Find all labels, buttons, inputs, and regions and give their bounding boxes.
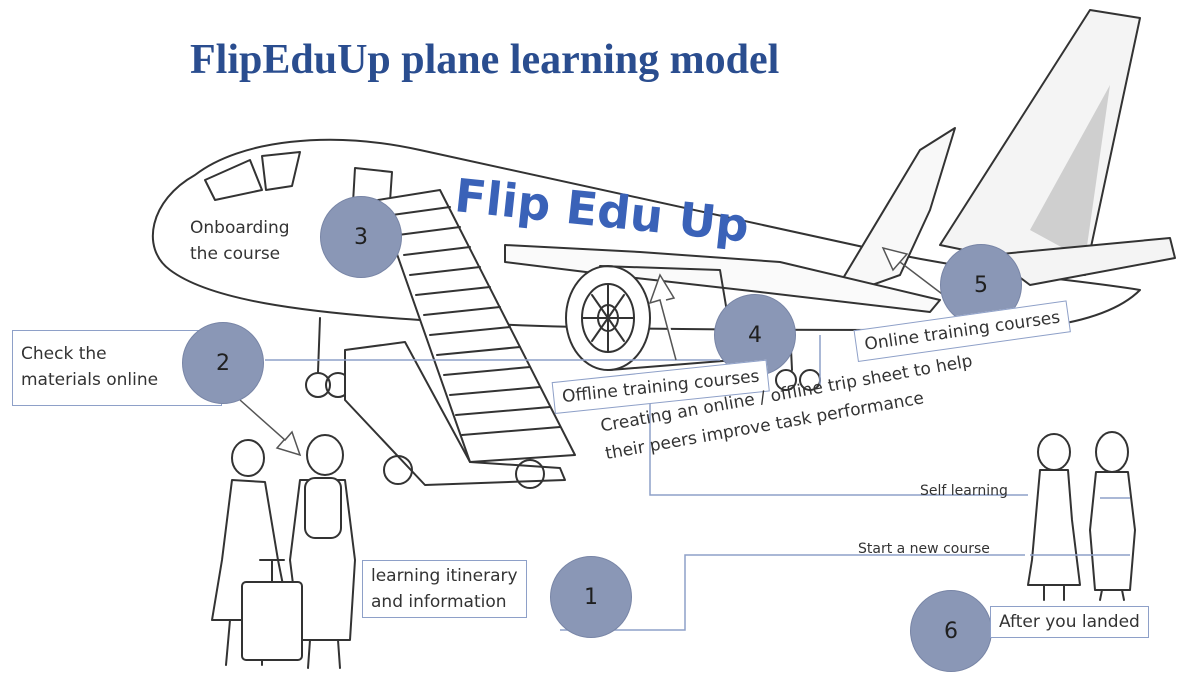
nose-gear — [317, 317, 321, 373]
step-6-badge: 6 — [910, 590, 992, 672]
people-landed — [1027, 431, 1136, 601]
step-2-badge: 2 — [182, 322, 264, 404]
suitcase — [241, 581, 303, 661]
wing-front — [504, 244, 941, 313]
step-1-label: learning itinerary and information — [362, 560, 527, 618]
connector-line — [649, 380, 1028, 496]
step-3-badge: 3 — [320, 196, 402, 278]
arrow-icon — [648, 273, 677, 361]
boarding-stairs — [377, 189, 576, 463]
self-learning-label: Self learning — [920, 483, 1008, 499]
arrow-icon — [239, 399, 302, 457]
tail-fin-shade — [1030, 85, 1110, 260]
connector-line — [560, 554, 1025, 631]
step-3-label: Onboarding the course — [190, 218, 290, 264]
fuselage — [151, 138, 1141, 333]
cockpit-window — [261, 151, 301, 191]
wing-upper — [829, 127, 956, 301]
step-6-label: After you landed — [990, 606, 1149, 638]
start-new-course-label: Start a new course — [858, 541, 990, 557]
page-title: FlipEduUp plane learning model — [190, 37, 780, 83]
cockpit-window — [204, 159, 263, 201]
stair-truck — [344, 341, 566, 486]
travelers — [211, 434, 356, 669]
step-1-badge: 1 — [550, 556, 632, 638]
arrow-icon — [881, 246, 951, 301]
